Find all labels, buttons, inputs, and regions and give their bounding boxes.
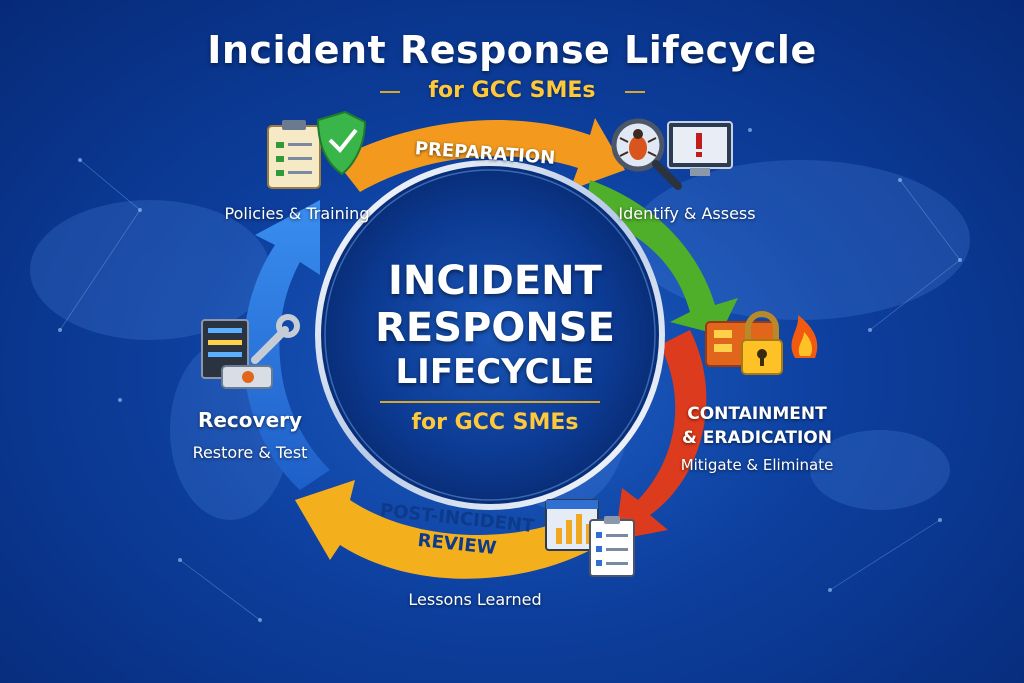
network-dots: [58, 128, 962, 622]
bug-magnifier-monitor-icon: [611, 118, 733, 190]
center-title-line1: INCIDENT: [388, 258, 602, 304]
lock-fire-icon: [705, 311, 818, 375]
page-title: Incident Response Lifecycle: [207, 28, 817, 72]
post-incident-caption: Lessons Learned: [408, 590, 542, 609]
clipboard-shield-icon: [267, 110, 367, 189]
center-title-line2: RESPONSE: [375, 305, 615, 351]
recovery-caption: Restore & Test: [192, 443, 308, 462]
center-subtitle: for GCC SMEs: [411, 410, 579, 435]
report-checklist-icon: [545, 499, 635, 577]
containment-arrow: [615, 330, 707, 540]
identification-caption: Identify & Assess: [618, 204, 756, 223]
identification-arrow: [585, 180, 738, 335]
center-circle: [315, 160, 665, 510]
containment-label-line1: CONTAINMENT: [687, 404, 827, 424]
center-ring: [315, 160, 665, 510]
containment-label-line2: & ERADICATION: [682, 428, 832, 448]
recovery-label: Recovery: [197, 408, 303, 432]
preparation-caption: Policies & Training: [224, 204, 370, 223]
preparation-arrow: [335, 118, 625, 192]
post-incident-arrow: [295, 480, 600, 579]
recovery-arrow: [243, 200, 330, 490]
page-subtitle: for GCC SMEs: [428, 78, 596, 103]
server-wrench-icon: [201, 314, 300, 389]
containment-caption: Mitigate & Eliminate: [680, 456, 834, 474]
center-title-line3: LIFECYCLE: [395, 352, 595, 392]
